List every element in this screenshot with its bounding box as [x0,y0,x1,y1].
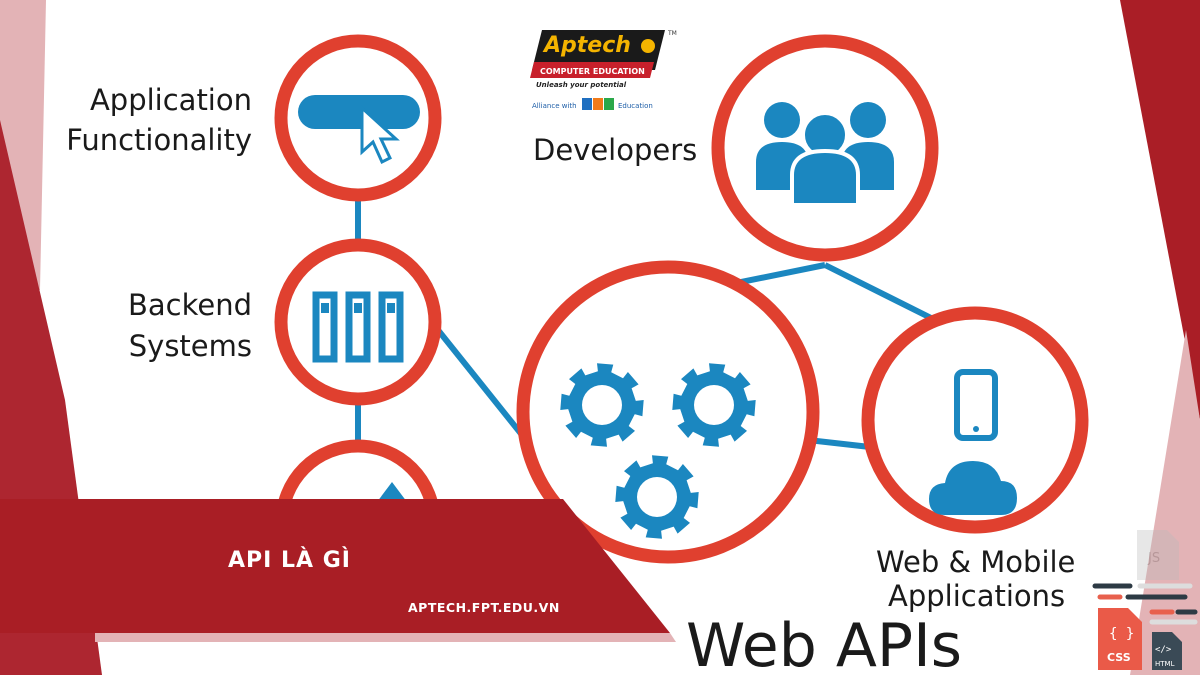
js-file-icon: JS [1137,530,1179,580]
svg-text:Alliance with: Alliance with [532,102,577,110]
node-webmobile-label-line1: Web & Mobile [876,545,1075,579]
svg-text:Education: Education [618,102,653,110]
people-icon [756,102,894,207]
cursor-button-icon [298,95,420,165]
node-backend-label-line1: Backend [128,288,252,322]
css-file-label: CSS [1107,651,1131,664]
server-icon-dots [321,303,395,313]
diagram-rings [274,34,1089,605]
server-icon [312,291,404,363]
cloud-icon [929,461,1017,515]
svg-text:Unleash your potential: Unleash your potential [536,81,627,89]
right-red-wedge [1120,0,1200,420]
arrow-up-icon [377,482,407,502]
node-app-label-line2: Functionality [66,123,252,157]
css-file-icon: { } CSS [1098,608,1142,670]
phone-icon [954,369,998,441]
right-pink-wedge [1130,330,1200,675]
html-file-icon: </> HTML [1152,632,1182,670]
node-webmobile-label-line2: Applications [888,579,1065,613]
banner-shadow [95,633,676,642]
node-webapis-label: Web APIs [686,611,962,675]
banner-title: API LÀ GÌ [228,548,351,573]
svg-text:TM: TM [667,30,677,37]
code-lines-decor [1092,583,1198,625]
gear-hole [637,477,677,517]
aptech-logo: Aptech TM COMPUTER EDUCATION Unleash you… [530,30,677,110]
node-webapis-ring [516,260,820,564]
node-webmobile-ring [861,306,1089,534]
svg-text:</>: </> [1155,645,1172,655]
js-file-label: JS [1147,551,1160,566]
gears-icon [560,363,756,539]
html-file-label: HTML [1155,660,1175,668]
gear-hole [582,385,622,425]
gear-hole [694,385,734,425]
node-developers-label: Developers [533,133,697,167]
node-backend-ring [274,238,442,406]
node-app-label-line1: Application [90,83,252,117]
site-url-link[interactable]: APTECH.FPT.EDU.VN [408,600,560,615]
svg-text:Aptech: Aptech [542,33,631,58]
title-banner [0,499,670,633]
svg-text:COMPUTER EDUCATION: COMPUTER EDUCATION [540,67,645,76]
svg-text:{ }: { } [1109,626,1134,642]
node-backend-label-line2: Systems [129,329,252,363]
